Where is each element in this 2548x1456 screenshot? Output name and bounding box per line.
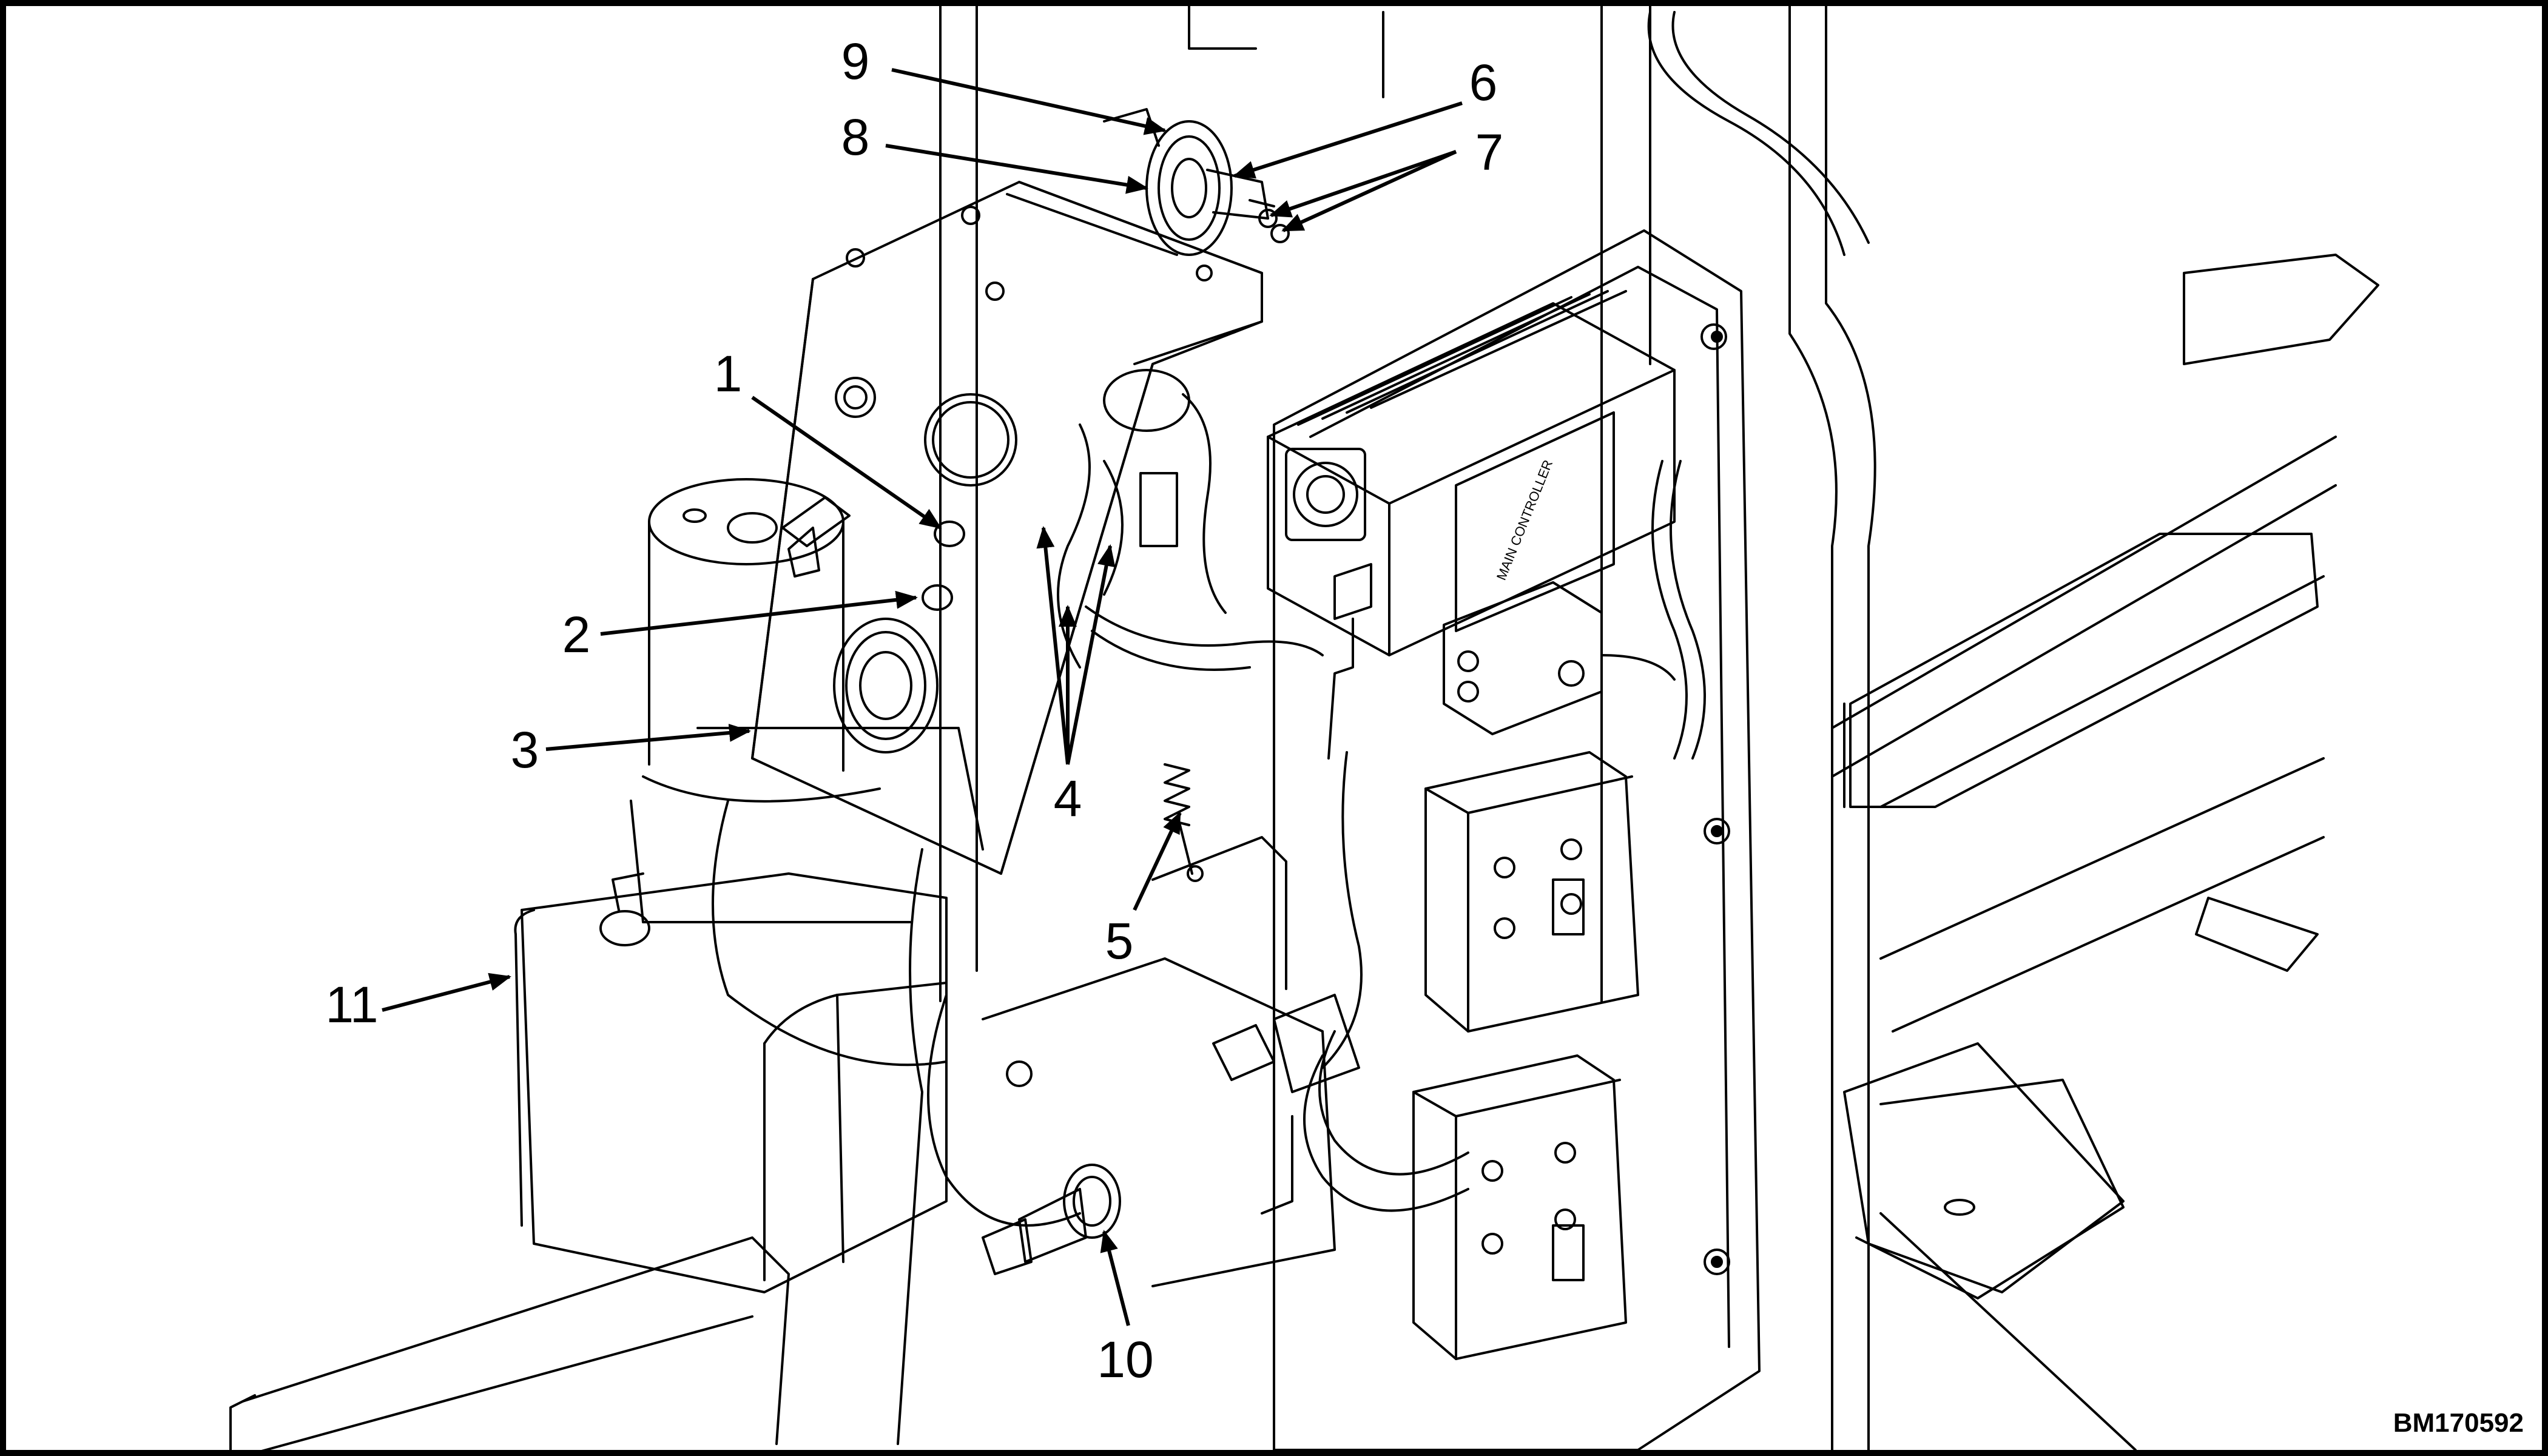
callout-leaders <box>382 68 1463 1326</box>
callout-labels: 1 2 3 4 5 6 7 8 9 10 11 <box>325 33 1503 1388</box>
mast-frame <box>939 2 1876 1451</box>
indicator-light-1 <box>934 521 965 547</box>
motor-controller-upper <box>1424 751 1639 1033</box>
callout-1: 1 <box>714 345 743 402</box>
callout-4: 4 <box>1054 770 1082 827</box>
key-switch <box>835 377 876 418</box>
fuse-block <box>1212 1024 1275 1081</box>
panel-wiring <box>1057 369 1324 671</box>
indicator-light-2 <box>922 584 953 611</box>
side-plate <box>1855 1079 2125 1299</box>
leader-3 <box>545 724 751 751</box>
controller-mounting-plate <box>1273 229 1761 1451</box>
leader-10 <box>1100 1230 1130 1326</box>
figure-id: BM170592 <box>2393 1408 2524 1438</box>
callout-7: 7 <box>1475 124 1504 181</box>
leader-5 <box>1133 811 1182 911</box>
contactor <box>1443 581 1676 735</box>
callout-8: 8 <box>841 109 870 166</box>
callout-5: 5 <box>1105 912 1134 969</box>
leader-7b <box>1281 150 1457 232</box>
control-panel-box <box>751 181 1263 875</box>
leader-4b <box>1036 526 1070 765</box>
forks <box>229 254 2379 1454</box>
callout-9: 9 <box>841 33 870 90</box>
main-controller <box>1267 290 1676 760</box>
leader-4a <box>1066 544 1116 765</box>
wire-harness-connector <box>982 957 1336 1287</box>
leader-9 <box>891 68 1167 135</box>
callout-11: 11 <box>325 976 378 1033</box>
oil-reservoir <box>514 872 948 1293</box>
leader-8 <box>885 144 1148 194</box>
leader-11 <box>382 972 511 1012</box>
callout-10: 10 <box>1097 1331 1153 1388</box>
battery-connector <box>833 618 939 753</box>
hour-meter <box>924 393 1017 487</box>
callout-3: 3 <box>511 721 539 778</box>
motor-controller-lower <box>1412 1054 1627 1360</box>
leader-1 <box>751 396 942 530</box>
leader-6 <box>1233 101 1463 179</box>
callout-6: 6 <box>1469 54 1498 111</box>
power-cables <box>712 460 1706 1445</box>
callout-2: 2 <box>562 606 591 663</box>
leader-7a <box>1269 150 1457 218</box>
leader-2 <box>600 590 918 636</box>
ignition-key <box>781 496 851 578</box>
